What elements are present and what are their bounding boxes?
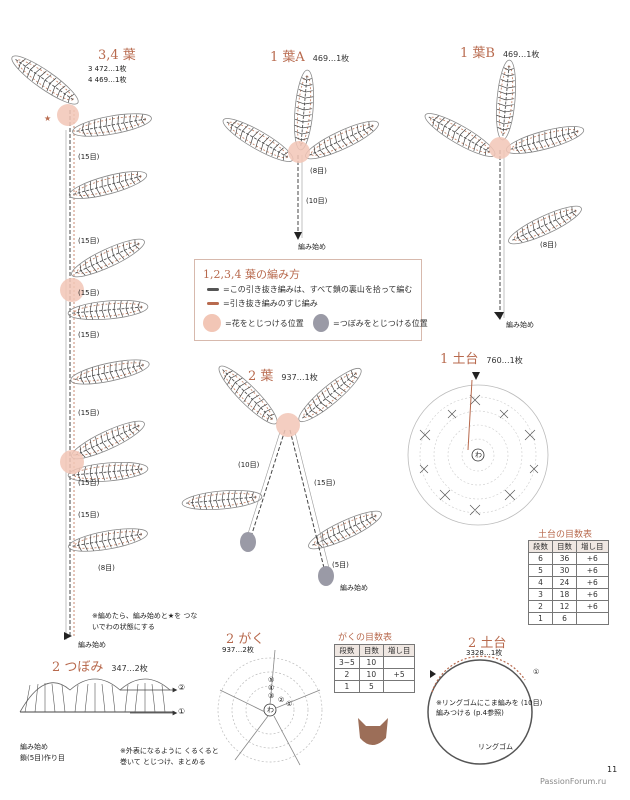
round-label: (15目) — [78, 511, 100, 519]
round-label: (15目) — [78, 153, 100, 161]
round-label: (15目) — [78, 289, 100, 297]
base-2-title: 2 土台 — [468, 636, 507, 651]
round-marker: ① — [178, 707, 186, 716]
base-2-note: ※リングゴムにこま編みを (10目)編みつける (p.4参照) — [436, 699, 543, 717]
legend-item-2: =引き抜き編みのすじ編み — [207, 296, 318, 310]
round-label: (15目) — [78, 479, 100, 487]
row-number: ② — [278, 696, 285, 704]
page-number: 11 — [607, 765, 618, 774]
leaf-b-chart — [420, 58, 587, 320]
round-label: (8目) — [98, 564, 115, 572]
round-label: (15目) — [314, 479, 336, 487]
start-label: 編み始め — [506, 321, 534, 329]
dark-slip-stitch-icon — [207, 287, 219, 291]
leaf-2-chart — [180, 359, 386, 586]
start-label: 編み始め — [78, 641, 106, 649]
star-mark: ★ — [44, 114, 52, 123]
legend-item-3: =花をとじつける位置 — [203, 314, 304, 332]
bud-position-icon — [313, 314, 329, 332]
calyx-chart — [217, 649, 388, 766]
leaves-34-count-4: 4 469…1枚 — [88, 76, 127, 84]
round-label: (15目) — [78, 331, 100, 339]
round-label: (10目) — [238, 461, 260, 469]
ring-label: わ — [267, 706, 274, 714]
round-label: (15目) — [78, 237, 100, 245]
row-number: ④ — [268, 684, 275, 692]
base-1-chart — [407, 372, 549, 526]
ring-label: リングゴム — [478, 743, 513, 751]
leaves-34-count-3: 3 472…1枚 — [88, 65, 127, 73]
calyx-title: 2 がく — [226, 632, 265, 647]
leaves-34-note: ※編めたら、編み始めと★を つないでわの状態にする — [92, 612, 198, 631]
leaves-34-chart — [6, 49, 154, 640]
orange-slip-stitch-icon — [207, 301, 219, 305]
round-marker: ① — [533, 668, 540, 676]
leaves-34-title: 3,4 葉 — [98, 48, 136, 63]
round-label: (8目) — [540, 241, 557, 249]
legend-box: 1,2,3,4 葉の編み方 =この引き抜き編みは、すべて鎖の裏山を拾って編む =… — [194, 259, 428, 341]
round-label: (5目) — [332, 561, 349, 569]
calyx-count: 937…2枚 — [222, 646, 254, 654]
round-label: (10目) — [306, 197, 328, 205]
round-label: (8目) — [310, 167, 327, 175]
row-number: ① — [286, 700, 293, 708]
chain-label: 鎖(5目)作り目 — [20, 754, 65, 762]
calyx-table-title: がくの目数表 — [338, 633, 393, 643]
flower-position-icon — [203, 314, 221, 332]
start-label: 編み始め — [340, 584, 368, 592]
base-2-count: 3328…1枚 — [466, 649, 503, 657]
start-label: 編み始め — [298, 243, 326, 251]
ring-label: わ — [475, 451, 482, 459]
watermark: PassionForum.ru — [540, 777, 607, 786]
legend-item-1: =この引き抜き編みは、すべて鎖の裏山を拾って編む — [207, 282, 412, 296]
table-header-row: 段数目数増し目 — [334, 644, 416, 657]
round-marker: ② — [178, 683, 186, 692]
legend-item-4: =つぼみをとじつける位置 — [313, 314, 428, 332]
bud-note: ※外表になるように くるくると巻いて とじつけ、まとめる — [120, 747, 219, 766]
base-2-chart — [427, 655, 533, 765]
bud-chart — [19, 678, 178, 716]
base-table-title: 土台の目数表 — [538, 530, 593, 540]
table-header-row: 段数目数増し目 — [528, 540, 609, 553]
row-number: ③ — [268, 692, 275, 700]
row-number: ⑤ — [268, 676, 275, 684]
start-label: 編み始め — [20, 743, 48, 751]
round-label: (15目) — [78, 409, 100, 417]
leaf-a-chart — [218, 68, 383, 240]
legend-title: 1,2,3,4 葉の編み方 — [203, 268, 300, 281]
